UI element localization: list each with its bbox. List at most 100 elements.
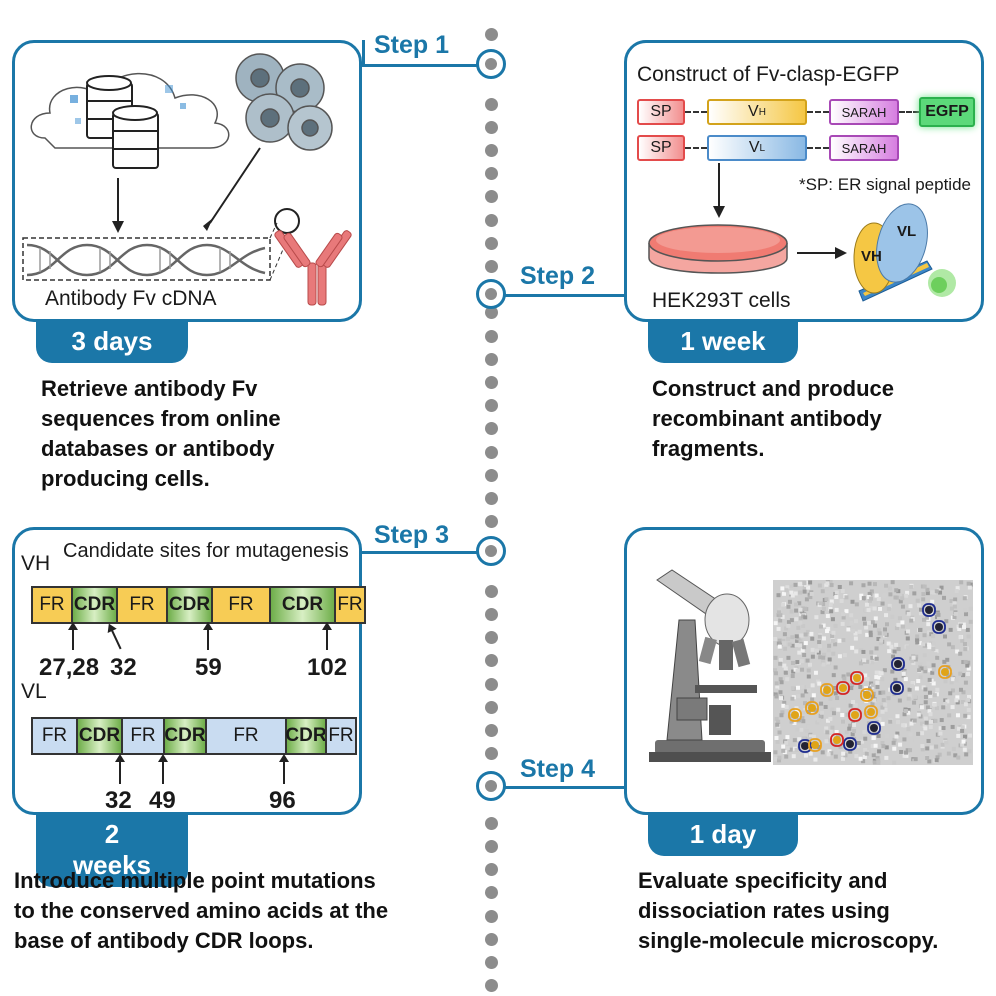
sp-box: SP	[637, 99, 685, 125]
detected-spot	[890, 681, 904, 695]
timeline-dot	[485, 352, 498, 366]
detected-spot	[938, 665, 952, 679]
step1-label: Step 1	[374, 31, 450, 59]
cdr-segment: CDR	[76, 717, 123, 755]
timeline-dot	[485, 468, 498, 482]
database-icon	[86, 75, 159, 169]
construct-title: Construct of Fv-clasp-EGFP	[637, 63, 900, 86]
cdr-segment: CDR	[269, 586, 336, 624]
timeline-dot	[485, 654, 498, 668]
vh-site: 32	[110, 654, 137, 681]
sp-note: *SP: ER signal peptide	[799, 175, 971, 194]
timeline-dot	[485, 956, 498, 969]
step3-connector	[362, 551, 478, 554]
egfp-box: EGFP	[919, 97, 975, 127]
timeline-dot	[485, 909, 498, 923]
detected-spot	[922, 603, 936, 617]
detected-spot	[798, 739, 812, 753]
cells-icon	[235, 53, 333, 151]
timeline-dot	[485, 329, 498, 343]
vh-site: 59	[195, 654, 222, 681]
vh-label: VH	[21, 552, 51, 575]
vl-site: 49	[149, 787, 176, 814]
cells-caption: HEK293T cells	[652, 289, 791, 312]
timeline-dot	[485, 260, 498, 273]
detected-spot	[788, 708, 802, 722]
step1-panel: Antibody Fv cDNA	[12, 40, 362, 322]
step4-panel	[624, 527, 984, 815]
antibody-icon	[274, 230, 352, 306]
vl-site: 96	[269, 787, 296, 814]
detected-spot	[891, 657, 905, 671]
step2-illustration	[648, 163, 956, 302]
timeline-dot	[485, 631, 498, 645]
detected-spot	[843, 737, 857, 751]
timeline-dot	[485, 28, 498, 41]
timeline-dot	[485, 213, 498, 227]
timeline-dot	[485, 584, 498, 598]
timeline-step-marker	[476, 771, 506, 801]
fr-segment: FR	[325, 717, 357, 755]
detected-spot	[867, 721, 881, 735]
vh-site-arrow	[322, 622, 332, 650]
fr-segment: FR	[31, 586, 73, 624]
fr-segment: FR	[31, 717, 78, 755]
step4-duration: 1 day	[648, 815, 798, 856]
timeline-dot	[485, 816, 498, 830]
timeline-dot	[485, 608, 498, 621]
fr-segment: FR	[211, 586, 271, 624]
vh-site-arrow	[203, 622, 213, 650]
timeline-dot	[485, 840, 498, 853]
detected-spot	[808, 738, 822, 752]
step4-connector	[505, 786, 625, 789]
detected-spot	[805, 701, 819, 715]
timeline-dot	[485, 399, 498, 413]
vh-site-arrow	[110, 628, 122, 650]
step4-illustration	[649, 569, 973, 765]
fr-segment: FR	[121, 717, 165, 755]
step4-label: Step 4	[520, 755, 596, 783]
timeline-step-marker	[476, 279, 506, 309]
timeline-dot	[485, 700, 498, 714]
step1-caption: Antibody Fv cDNA	[45, 287, 217, 310]
step2-label: Step 2	[520, 262, 596, 290]
timeline-dot	[485, 932, 498, 946]
timeline-dot	[485, 886, 498, 900]
vh-site: 27,28	[39, 654, 100, 681]
timeline-dot	[485, 306, 498, 320]
step1-connector-v	[362, 40, 365, 67]
cdr-segment: CDR	[166, 586, 213, 624]
timeline-dot	[485, 167, 498, 181]
timeline-dot	[485, 445, 498, 459]
timeline-step-marker	[476, 536, 506, 566]
fv-clasp-icon	[853, 203, 956, 302]
vl-site-arrow	[158, 754, 168, 784]
detected-spot	[830, 733, 844, 747]
cdr-segment: CDR	[163, 717, 207, 755]
vl-site: 32	[105, 787, 132, 814]
detected-spot	[932, 620, 946, 634]
step3-duration: 2 weeks	[36, 815, 188, 887]
timeline-dot	[485, 515, 498, 529]
timeline-dot	[485, 863, 498, 877]
timeline-dot	[485, 120, 498, 134]
fr-segment: FR	[334, 586, 366, 624]
microscope-icon	[649, 569, 771, 762]
fr-segment: FR	[116, 586, 168, 624]
vl-site-arrow	[115, 754, 125, 784]
sarah-box-2: SARAH	[829, 135, 899, 161]
timeline-dot	[485, 97, 498, 111]
step1-connector	[362, 64, 478, 67]
detected-spot	[820, 683, 834, 697]
cdr-segment: CDR	[71, 586, 118, 624]
sp-box-2: SP	[637, 135, 685, 161]
timeline-dot	[485, 236, 498, 250]
timeline-dot	[485, 190, 498, 204]
vh-domain-label: VH	[861, 248, 882, 265]
